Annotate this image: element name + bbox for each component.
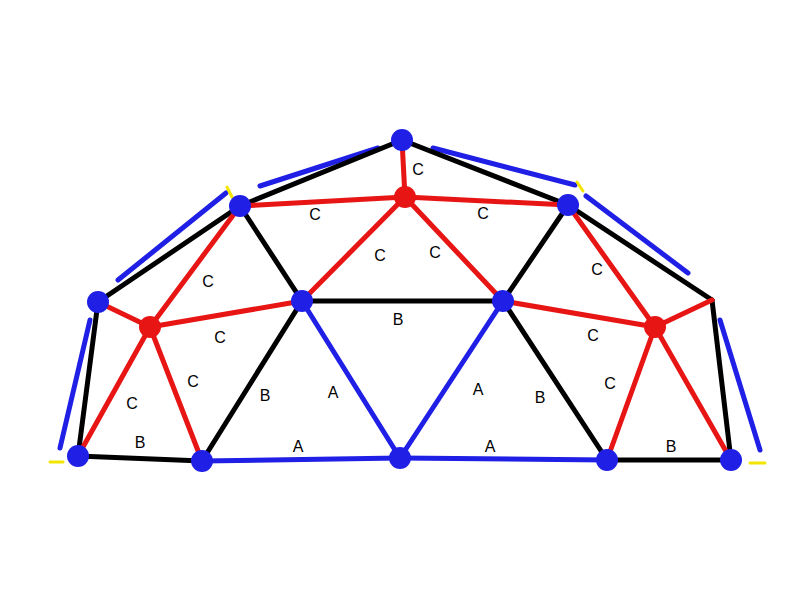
strut-label: C (125, 396, 139, 412)
strut-label: C (308, 207, 322, 223)
strut-label: C (586, 328, 600, 344)
hub-blue (67, 129, 742, 472)
strut-label: C (213, 330, 227, 346)
strut-label: C (201, 274, 215, 290)
strut-label: C (373, 248, 387, 264)
strut-label: B (134, 435, 147, 451)
hub-red (139, 186, 666, 338)
strut-label: A (327, 385, 340, 401)
strut-label: B (534, 390, 547, 406)
strut-a (202, 301, 607, 461)
strut-label: B (392, 312, 405, 328)
strut-b (78, 140, 731, 461)
strut-label: C (476, 206, 490, 222)
strut-label: C (411, 162, 425, 178)
connector-tab (50, 182, 765, 463)
strut-label: B (665, 439, 678, 455)
strut-label: A (472, 382, 485, 398)
strut-label: C (186, 374, 200, 390)
strut-label: A (292, 439, 305, 455)
strut-label: C (428, 245, 442, 261)
strut-label: B (259, 388, 272, 404)
strut-label: A (484, 439, 497, 455)
strut-c (78, 140, 731, 461)
strut-label: C (603, 376, 617, 392)
outer-strut (60, 148, 760, 450)
strut-label: C (590, 262, 604, 278)
